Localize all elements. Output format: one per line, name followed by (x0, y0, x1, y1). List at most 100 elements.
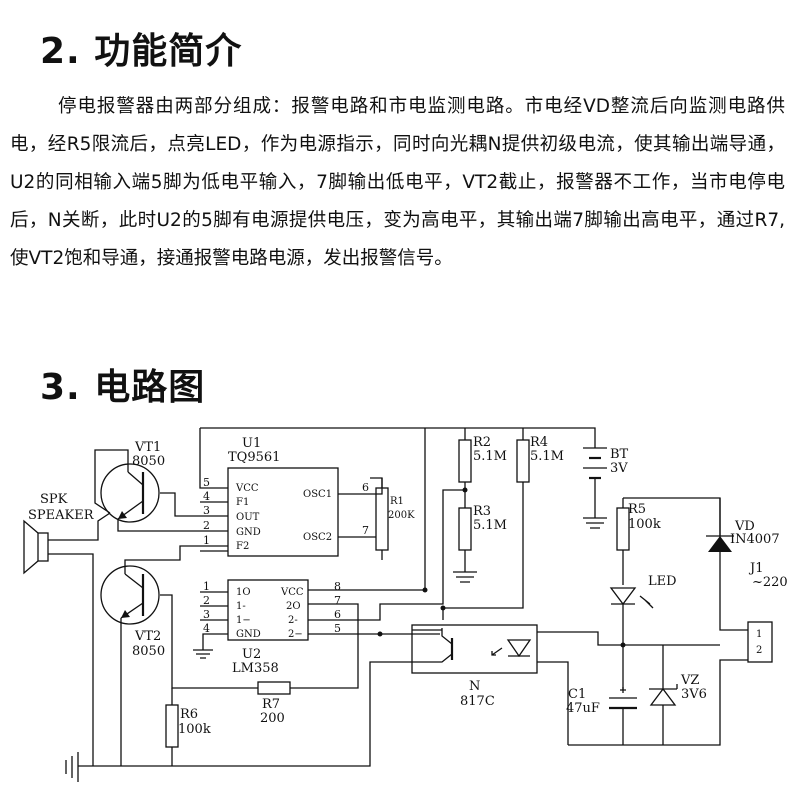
u1-ic (227, 467, 339, 557)
u2-pin-2p: 2− (288, 629, 303, 640)
vt2-transistor (100, 565, 160, 625)
r7-resistor (257, 681, 291, 695)
connector-j1 (747, 621, 773, 663)
j1-pin-2: 2 (756, 645, 762, 656)
function-description-paragraph: 停电报警器由两部分组成：报警电路和市电监测电路。市电经VD整流后向监测电路供电，… (10, 96, 785, 269)
wire-u1-vcc (199, 428, 228, 489)
capacitor-c1 (609, 687, 637, 710)
u2-num-4: 4 (203, 622, 210, 635)
vd-label: VD (734, 519, 755, 534)
u2-num-6: 6 (334, 608, 341, 621)
u1-pin-osc1: OSC1 (303, 489, 332, 500)
r3-label: R3 (473, 504, 491, 519)
u2-num-8: 8 (334, 580, 341, 593)
opto-transistor (412, 628, 454, 663)
u1-num-6: 6 (362, 481, 369, 494)
r1-value: 200K (388, 510, 415, 521)
u1-pin-f1: F1 (236, 497, 249, 508)
wire-vt1-emitter (117, 519, 228, 532)
circuit-diagram: SPK SPEAKER VT1 8050 VT2 8050 U1 TQ9561 … (23, 427, 788, 782)
led-label: LED (648, 574, 677, 589)
bt-value: 3V (610, 461, 628, 476)
spk-label: SPK (40, 492, 68, 507)
u2-num-1: 1 (203, 580, 210, 593)
r7-label: R7 (262, 697, 280, 712)
c1-value: 47uF (566, 701, 600, 716)
u2-num-3: 3 (203, 608, 210, 621)
u1-num-4: 4 (203, 490, 210, 503)
section-2-heading: 2. 功能简介 (40, 31, 243, 72)
u1-num-2: 2 (203, 519, 210, 532)
u2-pins: 1O 1- 1− GND VCC 2O 2- 2− 1 2 3 4 8 7 6 … (203, 580, 341, 640)
r1-label: R1 (390, 496, 404, 507)
wire-u2-pin6 (308, 489, 465, 621)
u2-pin-1o: 1O (236, 587, 251, 598)
r1-resistor (375, 487, 389, 551)
j1-label: J1 (748, 561, 763, 576)
u1-pin-out: OUT (236, 512, 260, 523)
u1-num-7: 7 (362, 524, 369, 537)
u1-pin-vcc: VCC (235, 483, 259, 494)
u2-part: LM358 (232, 661, 279, 676)
c1-label: C1 (568, 687, 586, 702)
vt2-label: VT2 (134, 629, 161, 644)
u1-pin-gnd: GND (236, 527, 261, 538)
opto-led (491, 639, 532, 658)
r2-label: R2 (473, 435, 491, 450)
wire-bottom-right (568, 659, 748, 746)
j1-pin-1: 1 (756, 629, 762, 640)
r4-resistor (516, 439, 530, 483)
u1-num-1: 1 (203, 534, 210, 547)
u2-label: U2 (242, 647, 261, 662)
r6-value: 100k (178, 722, 211, 737)
vd-part: IN4007 (730, 532, 780, 547)
u2-num-7: 7 (334, 594, 341, 607)
r7-value: 200 (260, 711, 285, 726)
vt1-label: VT1 (134, 440, 161, 455)
r4-label: R4 (530, 435, 548, 450)
j1-value: ~220 (752, 575, 788, 590)
wire-r4-to-pin5 (410, 482, 524, 635)
u2-pin-2n: 2- (288, 615, 298, 626)
r5-label: R5 (628, 502, 646, 517)
wire-spk-top (48, 512, 111, 541)
u2-pin-1n: 1- (236, 601, 246, 612)
wire-vt2-collector (124, 545, 228, 574)
wire-u2-left (200, 591, 228, 621)
u1-num-3: 3 (203, 504, 210, 517)
u2-pin-vcc: VCC (280, 587, 304, 598)
u2-num-2: 2 (203, 594, 210, 607)
speaker (23, 519, 49, 575)
wire-opto-led-right (537, 631, 720, 745)
wire-u2-gnd (202, 633, 228, 650)
vz-label: VZ (680, 673, 699, 688)
vz-value: 3V6 (681, 687, 707, 702)
r4-value: 5.1M (530, 449, 564, 464)
n-label: N (469, 679, 480, 694)
n-part: 817C (460, 694, 495, 709)
u1-part: TQ9561 (228, 450, 280, 465)
r2-resistor (458, 439, 472, 483)
r3-resistor (458, 507, 472, 551)
u2-pin-2o: 2O (286, 601, 301, 612)
r6-label: R6 (180, 707, 198, 722)
wire-vt1-collector (94, 449, 129, 514)
wire-u2-out7 (290, 603, 359, 689)
optocoupler-n (411, 624, 538, 674)
u1-num-5: 5 (203, 476, 210, 489)
u1-label: U1 (242, 436, 261, 451)
r6-resistor (165, 704, 179, 748)
wire-bottom-ground (78, 661, 412, 767)
u2-pin-gnd: GND (236, 629, 261, 640)
u2-num-5: 5 (334, 622, 341, 635)
spk-part: SPEAKER (28, 508, 95, 523)
r3-value: 5.1M (473, 518, 507, 533)
led-indicator (609, 587, 654, 609)
vt1-transistor (100, 462, 160, 523)
section-3-heading: 3. 电路图 (40, 367, 206, 408)
vt1-part: 8050 (132, 454, 165, 469)
wire-top-rail (200, 427, 596, 448)
r5-value: 100k (628, 517, 661, 532)
wire-vt2-base (160, 594, 258, 689)
u1-pin-f2: F2 (236, 541, 249, 552)
